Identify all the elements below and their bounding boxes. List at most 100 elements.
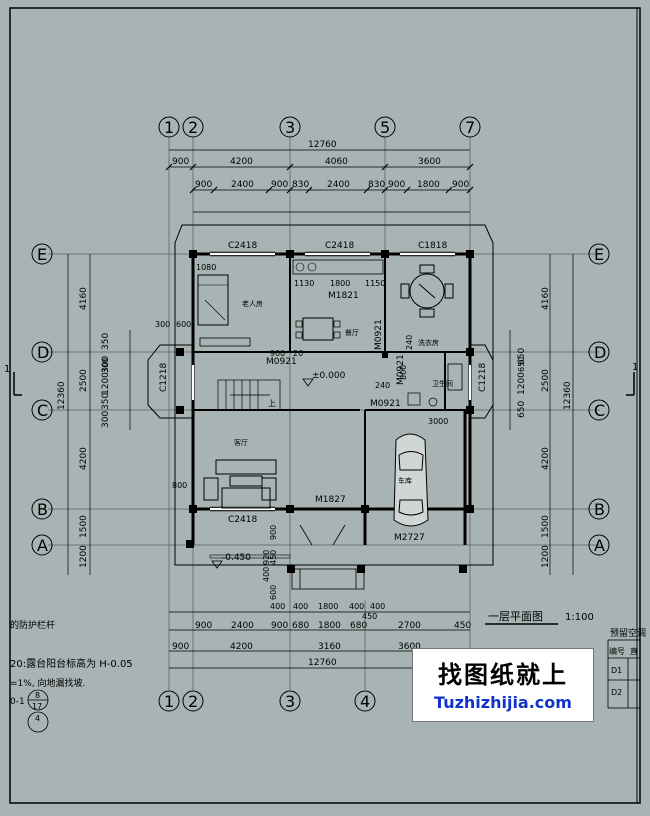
window-openings	[192, 253, 471, 510]
dim-right-0: 4160	[541, 287, 551, 310]
dim-top-r1-0: 900	[172, 157, 189, 167]
wardrobe	[199, 337, 251, 347]
misc-dim-23: 1080	[196, 263, 216, 272]
dim-top-r2-4: 2400	[327, 180, 350, 190]
table-col-2: 直	[630, 646, 638, 656]
drawing-title: 一层平面图	[488, 610, 543, 623]
misc-dim-19: 400	[370, 602, 385, 611]
note-line-3: =1%, 向地漏找坡.	[10, 677, 85, 689]
dim-top-r2-2: 900	[271, 180, 288, 190]
dim-right-2: 4200	[541, 447, 551, 470]
room-label-bath: 卫生间	[432, 379, 453, 388]
axis-top-1: 1	[164, 118, 174, 137]
roof-outline	[174, 224, 494, 566]
stair-label: 上	[268, 399, 276, 408]
dim-bottom-r2-3: 680	[292, 621, 309, 631]
dim-bottom-r1-3: 3600	[398, 642, 421, 652]
axis-right-C: C	[594, 401, 605, 420]
room-label-dining: 餐厅	[345, 328, 359, 337]
room-label-living: 客厅	[234, 438, 248, 447]
top-dim-ticks	[165, 163, 474, 194]
sofa-set	[203, 459, 277, 509]
door-label-m1821: M1821	[328, 291, 359, 301]
room-label-bedroom: 老人房	[242, 299, 263, 308]
axis-right-E: E	[594, 245, 604, 264]
misc-dim-4: 600	[176, 320, 191, 329]
misc-dim-10: 3000	[428, 417, 448, 426]
misc-dim-20: 450	[362, 612, 377, 621]
watermark-url: Tuzhizhijia.com	[434, 693, 572, 712]
misc-dim-9: 800	[399, 365, 408, 380]
misc-dim-5: 900	[270, 349, 285, 358]
dim-top-total: 12760	[308, 140, 337, 150]
dim-left-0: 4160	[79, 287, 89, 310]
note-line-2: 20:露台阳台标高为 H-0.05	[10, 657, 133, 670]
dim-bottom-r2-1: 2400	[231, 621, 254, 631]
right-bay-window	[470, 344, 494, 419]
misc-dim-1: 1800	[330, 279, 350, 288]
dim-bottom-r1-0: 900	[172, 642, 189, 652]
dim-right-3: 1500	[541, 515, 551, 538]
section-marks	[13, 372, 635, 396]
misc-dim-21: 920	[262, 550, 271, 565]
right-dimension-lines	[509, 254, 574, 575]
misc-dim-17: 1800	[318, 602, 338, 611]
dim-right-inner-0: 650	[517, 348, 527, 365]
dim-left-inner-4: 300	[101, 411, 111, 428]
axis-left-A: A	[37, 536, 48, 555]
dim-bottom-r2-5: 680	[350, 621, 367, 631]
misc-dim-14: 600	[269, 585, 278, 600]
axis-left-E: E	[37, 245, 47, 264]
door-label-m0921-b: M0921	[374, 319, 384, 350]
dim-bottom-r1-4: 450	[454, 621, 471, 631]
axis-top-5: 5	[380, 118, 390, 137]
misc-dim-0: 1130	[294, 279, 314, 288]
door-label-m0921-d: M0921	[396, 354, 406, 385]
dim-top-r1-2: 4060	[325, 157, 348, 167]
left-bay-window	[147, 344, 193, 419]
dim-right-inner-2: 650	[517, 401, 527, 418]
elevation-label-1: -0.450	[222, 553, 251, 563]
dim-bottom-r2-4: 1800	[318, 621, 341, 631]
round-table	[409, 273, 445, 309]
bathtub	[447, 363, 463, 391]
misc-dim-6: 20	[293, 349, 303, 358]
ac-table	[607, 639, 641, 709]
section-mark-left: 1	[4, 364, 10, 375]
toilet	[428, 397, 438, 407]
dining-table	[302, 317, 334, 341]
note-ref-1: 0-1	[10, 697, 25, 707]
window-label-c2418-b: C2418	[325, 241, 354, 251]
front-steps	[291, 568, 365, 590]
dim-bottom-r2-0: 900	[195, 621, 212, 631]
right-dims: 4160 2500 4200 1500 1200 12360 650 1200 …	[517, 287, 573, 568]
window-lines	[210, 251, 455, 512]
dim-bottom-total: 12760	[308, 658, 337, 668]
misc-dim-16: 400	[293, 602, 308, 611]
axis-top-3: 3	[285, 118, 295, 137]
dim-bottom-r2-6: 2700	[398, 621, 421, 631]
note-ref-den: 17	[32, 702, 42, 711]
misc-dim-8: 240	[405, 335, 414, 350]
misc-dim-11: 800	[172, 481, 187, 490]
dim-bottom-r1-1: 4200	[230, 642, 253, 652]
dim-left-2: 4200	[79, 447, 89, 470]
dim-right-4: 1200	[541, 545, 551, 568]
window-label-c2418-c: C2418	[228, 515, 257, 525]
dim-top-r2-7: 1800	[417, 180, 440, 190]
drawing-scale: 1:100	[565, 612, 594, 623]
dim-left-inner-2: 350	[101, 393, 111, 410]
dim-top-r1-1: 4200	[230, 157, 253, 167]
columns	[176, 250, 474, 573]
misc-dim-3: 300	[155, 320, 170, 329]
dim-top-r2-3: 830	[292, 180, 309, 190]
axis-bottom-3: 3	[285, 692, 295, 711]
watermark-title: 找图纸就上	[438, 661, 568, 689]
misc-dim-15: 400	[270, 602, 285, 611]
dim-top-r1-3: 3600	[418, 157, 441, 167]
dim-bottom-r2-2: 900	[271, 621, 288, 631]
misc-dim-2: 1150	[365, 279, 385, 288]
misc-dim-24: 650	[517, 357, 526, 372]
room-label-laundry: 洗衣房	[418, 338, 439, 347]
section-mark-right: 1	[632, 362, 638, 373]
